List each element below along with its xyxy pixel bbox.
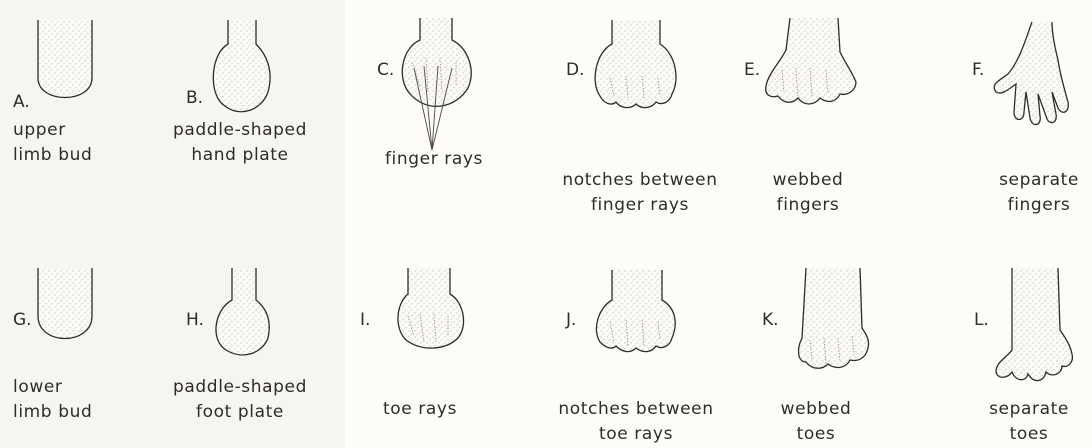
upper-limb-bud-drawing: [38, 20, 92, 98]
panel-letter-j: J.: [566, 310, 576, 330]
caption-line: limb bud: [13, 143, 92, 168]
caption-separate-fingers: separate fingers: [986, 168, 1092, 218]
caption-notches-finger-rays: notches between finger rays: [540, 168, 740, 218]
caption-upper-limb-bud: upper limb bud: [13, 118, 92, 168]
separate-toes-drawing: [996, 268, 1072, 381]
caption-lower-limb-bud: lower limb bud: [13, 375, 92, 425]
caption-line: toe rays: [370, 397, 470, 422]
panel-letter-c: C.: [377, 60, 394, 80]
panel-letter-k: K.: [762, 310, 779, 330]
panel-letter-f: F.: [972, 60, 984, 80]
caption-line: finger rays: [540, 193, 740, 218]
separate-fingers-drawing: [994, 22, 1068, 125]
caption-notches-toe-rays: notches between toe rays: [530, 397, 742, 447]
panel-letter-h: H.: [186, 310, 204, 330]
panel-letter-g: G.: [13, 310, 32, 330]
caption-line: lower: [13, 375, 92, 400]
caption-line: notches between: [530, 397, 742, 422]
panel-letter-e: E.: [744, 60, 760, 80]
caption-line: toes: [768, 422, 864, 447]
caption-toe-rays: toe rays: [370, 397, 470, 422]
caption-webbed-fingers: webbed fingers: [760, 168, 856, 218]
finger-rays-drawing: [402, 18, 471, 150]
panel-letter-b: B.: [186, 88, 203, 108]
caption-line: webbed: [760, 168, 856, 193]
panel-letter-d: D.: [566, 60, 585, 80]
caption-line: fingers: [986, 193, 1092, 218]
caption-line: separate: [986, 168, 1092, 193]
caption-line: foot plate: [165, 400, 315, 425]
lower-limb-bud-drawing: [38, 268, 92, 339]
caption-line: paddle-shaped: [165, 375, 315, 400]
caption-line: hand plate: [165, 143, 315, 168]
caption-separate-toes: separate toes: [974, 397, 1084, 447]
caption-line: finger rays: [368, 147, 500, 172]
caption-line: fingers: [760, 193, 856, 218]
caption-line: notches between: [540, 168, 740, 193]
panel-letter-l: L.: [974, 310, 989, 330]
caption-line: paddle-shaped: [165, 118, 315, 143]
panel-letter-a: A.: [13, 92, 30, 112]
toe-rays-drawing: [398, 268, 464, 348]
foot-plate-drawing: [216, 268, 269, 355]
webbed-fingers-drawing: [766, 18, 856, 104]
caption-hand-plate: paddle-shaped hand plate: [165, 118, 315, 168]
caption-line: toe rays: [530, 422, 742, 447]
panel-letter-i: I.: [360, 310, 370, 330]
webbed-toes-drawing: [799, 268, 869, 368]
caption-foot-plate: paddle-shaped foot plate: [165, 375, 315, 425]
hand-plate-drawing: [213, 20, 270, 112]
caption-line: upper: [13, 118, 92, 143]
caption-line: toes: [974, 422, 1084, 447]
notches-finger-rays-drawing: [595, 20, 676, 108]
notches-toe-rays-drawing: [596, 270, 675, 352]
caption-line: separate: [974, 397, 1084, 422]
caption-finger-rays: finger rays: [368, 147, 500, 172]
caption-line: limb bud: [13, 400, 92, 425]
caption-line: webbed: [768, 397, 864, 422]
caption-webbed-toes: webbed toes: [768, 397, 864, 447]
